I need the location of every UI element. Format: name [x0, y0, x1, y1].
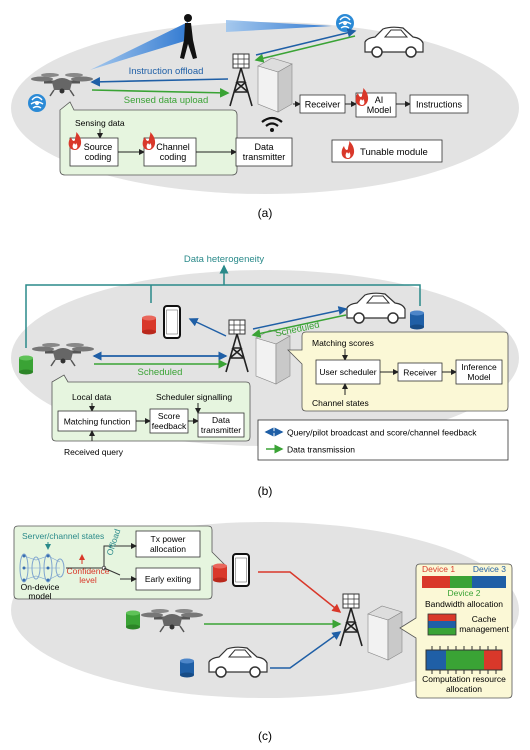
scheduler-signalling-label: Scheduler signalling — [156, 392, 232, 402]
receiver-label-b: Receiver — [403, 368, 437, 378]
sensing-beam-1 — [90, 22, 188, 70]
edge-server-icon — [367, 605, 403, 661]
switch-to-early-exit-line — [103, 567, 121, 576]
caption-a: (a) — [258, 206, 273, 220]
instructions-box — [409, 94, 469, 114]
panel-b: Data heterogeneity Scheduled — [11, 254, 519, 498]
data-heterogeneity-label: Data heterogeneity — [184, 254, 265, 265]
channel-states-label: Channel states — [312, 398, 369, 408]
scheduled-label-left: Scheduled — [138, 367, 183, 378]
device2-label: Device 2 — [447, 588, 480, 598]
edge-server-icon — [257, 57, 293, 113]
bandwidth-device2-block — [450, 576, 472, 588]
legend-data-label: Data transmission — [287, 445, 355, 455]
early-exiting-label: Early exiting — [145, 574, 192, 584]
matching-scores-label: Matching scores — [312, 338, 374, 348]
tower-to-car-arrow — [255, 28, 357, 56]
sensing-data-label: Sensing data — [75, 118, 125, 128]
bandwidth-device3-block — [472, 576, 506, 588]
sensed-data-upload-arrow — [91, 88, 230, 98]
server-channel-states-label: Server/channel states — [22, 531, 104, 541]
edge-server-icon — [255, 329, 291, 385]
smartphone-icon — [232, 553, 250, 587]
data-transmitter-box-b — [197, 412, 245, 438]
device3-label: Device 3 — [473, 564, 506, 574]
legend-box-a — [331, 139, 443, 163]
database-icon-blue — [180, 658, 194, 678]
database-icon-red — [142, 315, 156, 335]
cache-blue-block — [428, 621, 456, 628]
smartphone-icon — [163, 305, 181, 339]
heterogeneity-line — [25, 284, 421, 348]
user-scheduler-label: User scheduler — [319, 367, 376, 377]
sensed-data-upload-label: Sensed data upload — [124, 95, 209, 106]
tunable-module-label: Tunable module — [360, 147, 428, 158]
neural-network-icon — [19, 553, 65, 583]
car-feedback-arrow — [252, 306, 348, 330]
device1-label: Device 1 — [422, 564, 455, 574]
instruction-offload-label: Instruction offload — [129, 66, 204, 77]
tx-power-box — [135, 530, 201, 558]
car-to-tower-arrow — [254, 35, 356, 63]
processor-chip-icon — [425, 646, 503, 674]
phone-feedback-arrow — [188, 318, 227, 337]
database-icon-green — [126, 610, 140, 630]
database-icon-red — [213, 563, 227, 583]
sensing-beam-2 — [226, 20, 332, 32]
legend-box-b — [257, 419, 509, 461]
caption-c: (c) — [258, 729, 272, 743]
inference-model-box — [455, 359, 503, 385]
panel-a: Instruction offload Sensed data upload R… — [11, 13, 519, 220]
local-data-label: Local data — [72, 392, 111, 402]
bandwidth-device1-block — [422, 576, 450, 588]
database-icon-blue — [410, 310, 424, 330]
caption-b: (b) — [258, 484, 273, 498]
received-query-label: Received query — [64, 447, 124, 457]
sensing-target-icon — [335, 13, 355, 33]
instruction-offload-arrow — [90, 77, 229, 87]
instructions-label: Instructions — [416, 100, 463, 110]
data-transmitter-box-a — [235, 137, 293, 167]
receiver-label-a: Receiver — [305, 100, 341, 110]
phone-to-tower-arrow — [258, 571, 342, 613]
bandwidth-allocation-label: Bandwidth allocation — [425, 599, 503, 609]
database-icon-green — [19, 355, 33, 375]
matching-function-label: Matching function — [64, 417, 131, 427]
cache-green-block — [428, 628, 456, 635]
car-to-tower-arrow — [270, 631, 342, 669]
cache-red-block — [428, 614, 456, 621]
pedestrian-icon — [180, 14, 197, 59]
car-scheduled-arrow — [251, 314, 347, 338]
offload-switch — [66, 545, 120, 569]
legend-query-label: Query/pilot broadcast and score/channel … — [287, 428, 477, 438]
cache-frame — [427, 613, 457, 636]
sensing-source-icon — [27, 93, 47, 113]
